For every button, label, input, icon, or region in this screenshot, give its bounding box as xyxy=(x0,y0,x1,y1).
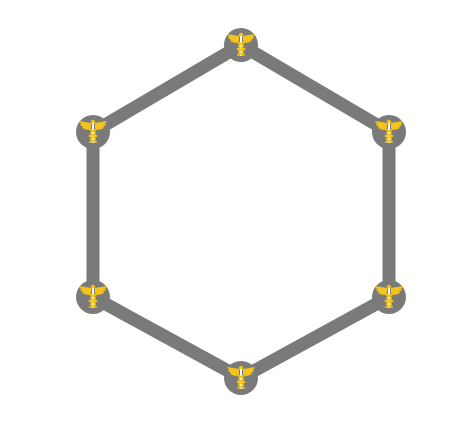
node-1[interactable] xyxy=(372,115,406,149)
edge-5-0 xyxy=(86,38,248,139)
edge-2-3 xyxy=(234,290,396,385)
node-0[interactable] xyxy=(224,28,258,62)
node-4[interactable] xyxy=(76,280,110,314)
edges-layer xyxy=(86,38,396,385)
nodes-layer xyxy=(76,28,406,395)
node-3[interactable] xyxy=(224,361,258,395)
edge-3-4 xyxy=(86,290,248,385)
node-5[interactable] xyxy=(76,115,110,149)
node-2[interactable] xyxy=(372,280,406,314)
edge-0-1 xyxy=(234,38,396,139)
